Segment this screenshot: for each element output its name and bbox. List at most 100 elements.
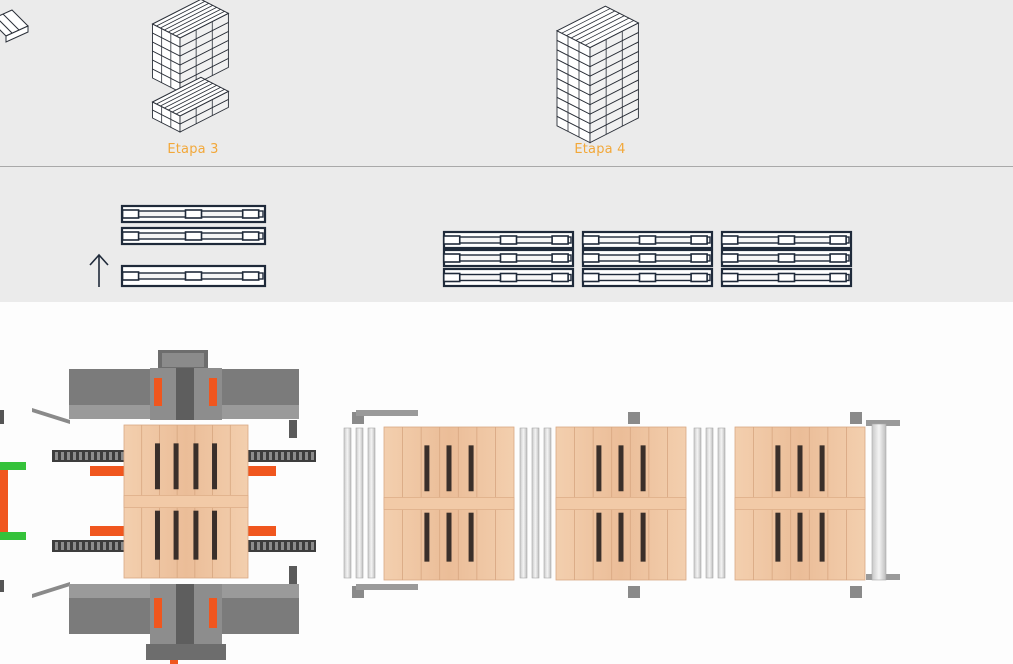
chain-link (61, 452, 64, 460)
wood-pallet (123, 424, 249, 579)
chain-link (263, 452, 266, 460)
stack-top-face (151, 0, 230, 39)
stage-4-label: Etapa 4 (574, 142, 626, 157)
wood-cross-board (123, 495, 249, 508)
pallet-schematic (120, 204, 267, 224)
stack-slat-line (561, 8, 611, 34)
wood-gap (193, 510, 199, 560)
wood-gap (596, 512, 602, 562)
green-guide-top (0, 462, 26, 470)
conveyor-roller (693, 427, 702, 579)
wood-gap (819, 445, 825, 492)
wood-gap (618, 445, 624, 492)
wood-gap (468, 445, 474, 492)
chain-link (287, 452, 290, 460)
conveyor-roller (705, 427, 714, 579)
chain-link (67, 452, 70, 460)
conveyor-roller (531, 427, 540, 579)
chain-link (121, 452, 124, 460)
pallet-schematic (442, 267, 575, 288)
chain-link (269, 452, 272, 460)
pallet-block (442, 235, 461, 245)
pallet-block (829, 272, 847, 283)
band-divider (0, 166, 1013, 167)
pallet-block (442, 272, 461, 283)
pallet-block (581, 253, 600, 263)
conveyor-roller (543, 427, 552, 579)
stack-slat-line (156, 1, 206, 27)
pallet-block (720, 253, 739, 263)
chain-link (97, 452, 100, 460)
pallet-block (777, 272, 796, 283)
stack-slat-line (168, 85, 217, 111)
wood-gap (446, 512, 452, 562)
wood-gap (468, 512, 474, 562)
conveyor-foot (850, 586, 862, 598)
pallet-block (690, 253, 708, 263)
chain-link (103, 542, 106, 550)
chain-link (257, 452, 260, 460)
stack-slat-line (580, 17, 630, 44)
chain-link (85, 542, 88, 550)
chain-link (257, 542, 260, 550)
pallet-schematic (120, 226, 267, 246)
pallet-block (499, 272, 518, 283)
chain-link (91, 452, 94, 460)
wood-gap (596, 445, 602, 492)
wood-gap (640, 445, 646, 492)
wood-gap (173, 510, 179, 560)
pallet-block (184, 209, 203, 219)
wood-gap (424, 445, 430, 492)
wood-gap (424, 512, 430, 562)
up-arrow-icon (89, 253, 109, 287)
stack-slat-line (156, 79, 206, 105)
wood-gap (775, 445, 781, 492)
wood-gap (819, 512, 825, 562)
chain-link (281, 452, 284, 460)
chain-link (97, 542, 100, 550)
stack-top-face (555, 5, 640, 49)
pallet-block (777, 253, 796, 263)
chain-link (91, 542, 94, 550)
pallet-schematic (720, 230, 853, 250)
chain-link (109, 452, 112, 460)
stage-3-base-pallet-icon (151, 76, 230, 133)
pallet-block (720, 272, 739, 283)
pallet-schematic (120, 264, 267, 288)
partial-pallet-icon (0, 9, 29, 43)
conveyor-foot (628, 586, 640, 598)
stack-slat-line (160, 3, 209, 29)
conveyor-roller (343, 427, 352, 579)
pallet-schematic (581, 230, 714, 250)
pallet-schematics (120, 204, 853, 288)
chain-link (121, 542, 124, 550)
chain-link (293, 542, 296, 550)
wood-gap (212, 443, 218, 490)
wood-pallet (734, 426, 866, 581)
chain-link (73, 452, 76, 460)
wood-gap (640, 512, 646, 562)
chain-link (115, 542, 118, 550)
conveyor-roller (717, 427, 726, 579)
chain-link (269, 542, 272, 550)
stage-3-pallet-stack-icon (151, 0, 230, 93)
pallet-block (121, 271, 140, 281)
pallet-block (581, 272, 600, 283)
stack-top-face (151, 76, 230, 117)
pallet-block (184, 231, 203, 241)
conveyor-foot (628, 412, 640, 424)
conveyor-end-roller (871, 423, 887, 581)
chain-link (79, 452, 82, 460)
pallet-block (551, 253, 569, 263)
chain-link (263, 542, 266, 550)
bottom-motor (146, 644, 226, 660)
pallet-block (241, 271, 260, 281)
stacking-machine (0, 350, 316, 664)
pallet-block (720, 235, 739, 245)
wood-gap (212, 510, 218, 560)
stack-slat-line (164, 5, 213, 31)
wood-gap (193, 443, 199, 490)
chain-link (299, 542, 302, 550)
pallet-block (638, 235, 657, 245)
